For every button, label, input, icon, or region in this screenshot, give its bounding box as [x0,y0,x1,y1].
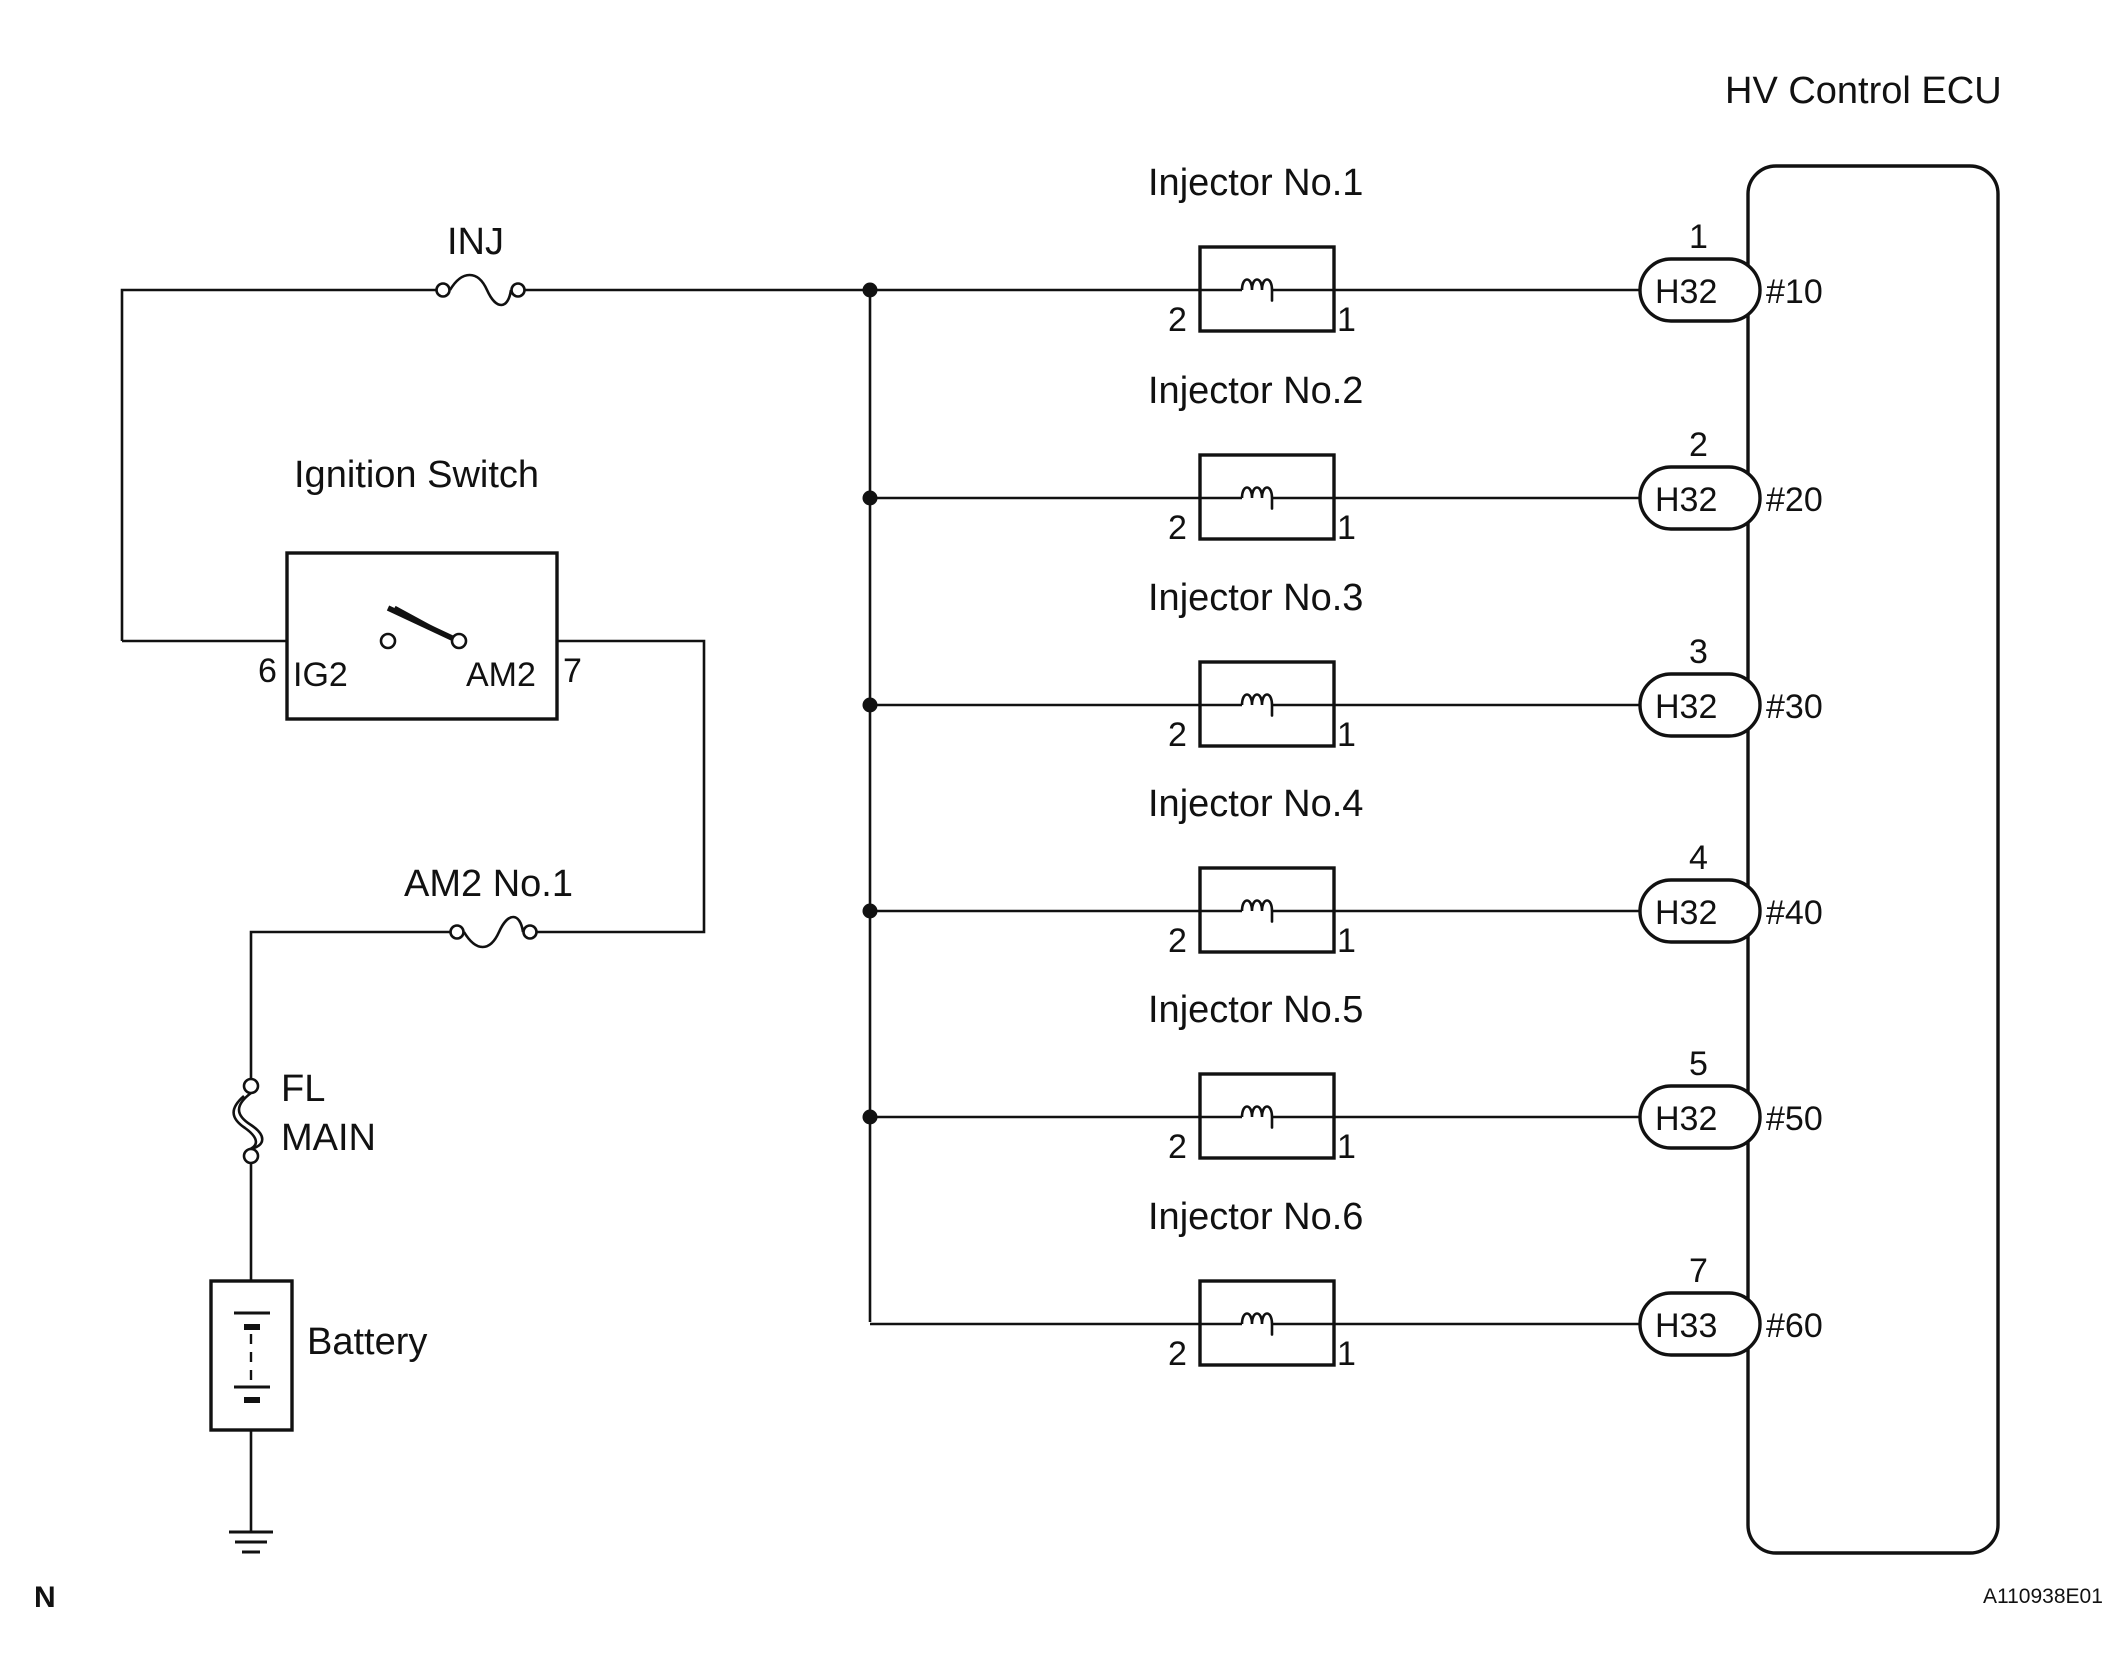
injector-pin-out: 1 [1337,301,1356,339]
injector-coil-symbol [1240,693,1274,717]
connector-oval [1638,1291,1762,1357]
connector-pin-number: 3 [1689,633,1708,671]
am2-label: AM2 [466,656,536,694]
injector-coil-symbol [1240,899,1274,923]
connector-id: H32 [1655,688,1717,726]
connector-oval [1638,672,1762,738]
injector-coil-symbol [1240,486,1274,510]
injector-coil-symbol [1240,278,1274,302]
injector-name: Injector No.5 [1148,989,1363,1031]
injector-coil-symbol [1240,1312,1274,1336]
fl-main-label-line1: FL [281,1068,325,1110]
inj-fuse-label: INJ [447,221,504,263]
ecu-title: HV Control ECU [1725,70,2002,112]
injector-pin-in: 2 [1168,716,1187,754]
fl-main-label-line2: MAIN [281,1117,376,1159]
connector-pin-number: 4 [1689,839,1708,877]
injector-pin-out: 1 [1337,922,1356,960]
ecu-terminal: #60 [1766,1307,1823,1345]
inj-fuse-symbol [435,273,526,307]
injector-pin-in: 2 [1168,509,1187,547]
injector-name: Injector No.1 [1148,162,1363,204]
connector-id: H32 [1655,1100,1717,1138]
battery-label: Battery [307,1321,427,1363]
ecu-terminal: #40 [1766,894,1823,932]
injector-pin-in: 2 [1168,301,1187,339]
ig2-pin-number: 6 [258,652,277,690]
connector-pin-number: 5 [1689,1045,1708,1083]
connector-pin-number: 1 [1689,218,1708,256]
injector-pin-in: 2 [1168,1335,1187,1373]
connector-pin-number: 7 [1689,1252,1708,1290]
injector-name: Injector No.4 [1148,783,1363,825]
connector-pin-number: 2 [1689,426,1708,464]
connector-oval [1638,257,1762,323]
connector-id: H32 [1655,481,1717,519]
injector-name: Injector No.6 [1148,1196,1363,1238]
am2-fuse-symbol [449,915,538,949]
battery-cell-symbol [234,1311,270,1403]
connector-oval [1638,878,1762,944]
ecu-terminal: #30 [1766,688,1823,726]
am2-pin-number: 7 [563,652,582,690]
injector-pin-out: 1 [1337,1128,1356,1166]
ecu-box [1746,164,2000,1555]
connector-oval [1638,465,1762,531]
inj-feed-wire [120,288,436,641]
connector-id: H32 [1655,273,1717,311]
ecu-terminal: #20 [1766,481,1823,519]
footer-left-code: N [34,1581,56,1614]
connector-id: H32 [1655,894,1717,932]
injector-pin-out: 1 [1337,509,1356,547]
fl-main-feed-wire [249,930,450,1079]
connector-oval [1638,1084,1762,1150]
connector-id: H33 [1655,1307,1717,1345]
injector-pin-in: 2 [1168,1128,1187,1166]
figure-code: A110938E01 [1983,1585,2103,1608]
ignition-switch-title: Ignition Switch [294,454,539,496]
ecu-terminal: #50 [1766,1100,1823,1138]
ignition-switch-contact [379,605,468,650]
am2-wire [537,639,706,934]
injector-pin-in: 2 [1168,922,1187,960]
fl-main-fuse-symbol [232,1077,264,1165]
injector-name: Injector No.2 [1148,370,1363,412]
injector-pin-out: 1 [1337,716,1356,754]
ground-symbol [229,1530,273,1554]
am2-fuse-label: AM2 No.1 [404,863,573,905]
ecu-terminal: #10 [1766,273,1823,311]
injector-name: Injector No.3 [1148,577,1363,619]
injector-coil-symbol [1240,1105,1274,1129]
injector-pin-out: 1 [1337,1335,1356,1373]
ig2-label: IG2 [293,656,348,694]
ignition-switch-box [285,551,559,721]
